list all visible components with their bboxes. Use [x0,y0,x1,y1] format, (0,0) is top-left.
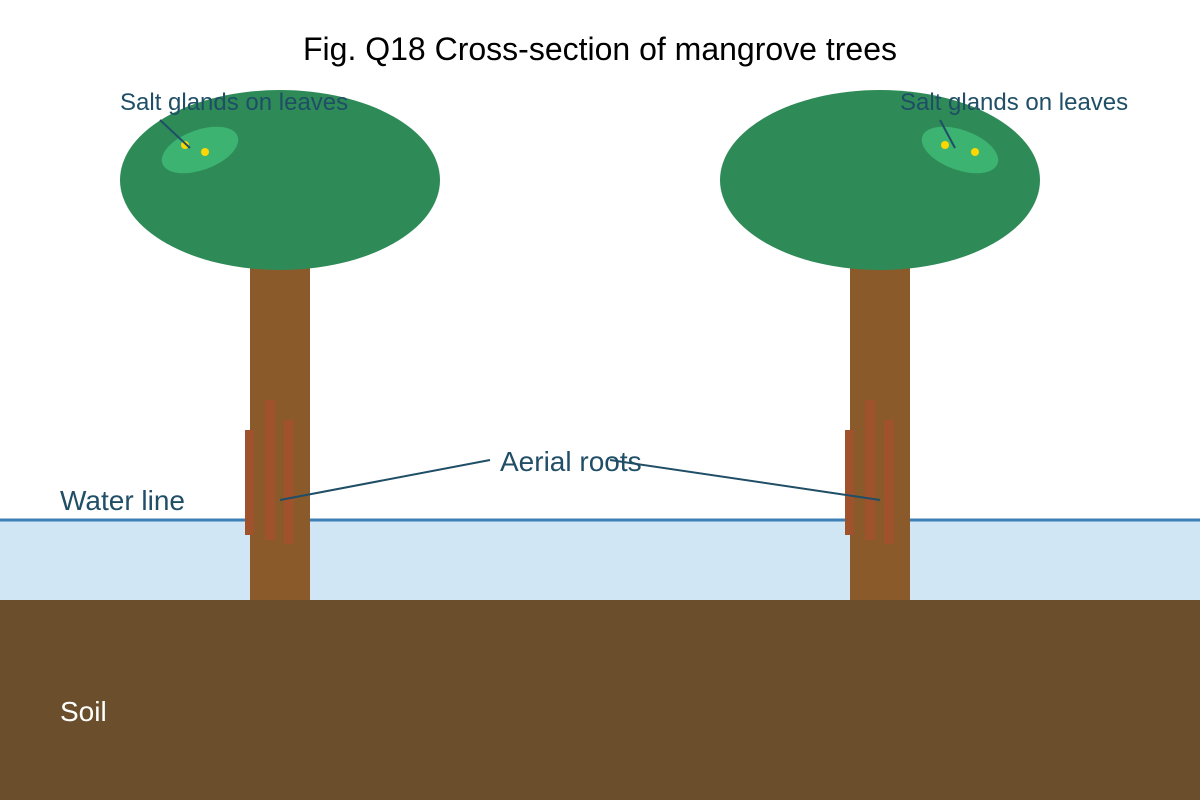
water-region [0,520,1200,600]
figure-title: Fig. Q18 Cross-section of mangrove trees [303,31,897,67]
right-leaf [921,126,999,174]
left-salt-gland [201,148,209,156]
right-tree-canopy [720,90,1040,270]
left-tree-trunk [250,255,310,600]
right-aerial-root [884,420,894,544]
left-salt-gland [181,141,189,149]
right-salt-gland [941,141,949,149]
right-aerial-root [865,400,875,540]
soil-label: Soil [60,696,107,727]
left-aerial-root [245,430,254,535]
salt-glands-right-leader [939,119,956,149]
right-tree [720,90,1040,600]
soil-region [0,600,1200,800]
salt-glands-right-label: Salt glands on leaves [900,89,1128,116]
right-salt-gland [971,148,979,156]
left-aerial-root [284,420,294,544]
right-aerial-root [845,430,854,535]
aerial-roots-left-leader [279,459,491,501]
salt-glands-left-leader [159,119,191,149]
left-aerial-root [265,400,275,540]
left-tree [120,90,440,600]
salt-glands-left-label: Salt glands on leaves [120,89,348,116]
left-tree-canopy [120,90,440,270]
aerial-roots-label: Aerial roots [500,446,642,477]
water-line-label: Water line [60,485,185,516]
aerial-roots-right-leader [609,459,881,501]
right-tree-trunk [850,255,910,600]
